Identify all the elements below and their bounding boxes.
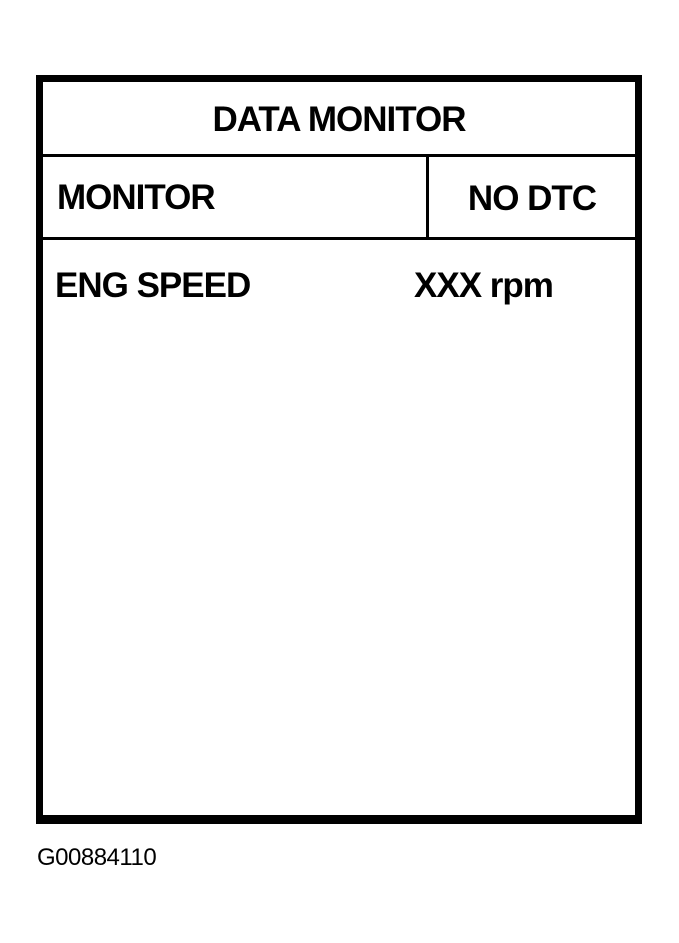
screen-title: DATA MONITOR bbox=[43, 82, 635, 157]
data-row-eng-speed: ENG SPEED XXX rpm bbox=[55, 266, 635, 310]
data-row-value: XXX rpm bbox=[414, 266, 554, 305]
monitor-header-row: MONITOR NO DTC bbox=[43, 157, 635, 240]
dtc-status: NO DTC bbox=[429, 157, 635, 239]
data-list: ENG SPEED XXX rpm bbox=[43, 240, 635, 815]
monitor-mode-label: MONITOR bbox=[43, 157, 429, 237]
monitor-mode-text: MONITOR bbox=[57, 178, 216, 217]
screen-title-text: DATA MONITOR bbox=[212, 100, 466, 139]
data-monitor-screen: DATA MONITOR MONITOR NO DTC ENG SPEED XX… bbox=[36, 75, 642, 824]
data-row-label: ENG SPEED bbox=[55, 266, 251, 305]
dtc-status-text: NO DTC bbox=[467, 179, 597, 218]
figure-id-caption: G00884110 bbox=[37, 844, 157, 871]
